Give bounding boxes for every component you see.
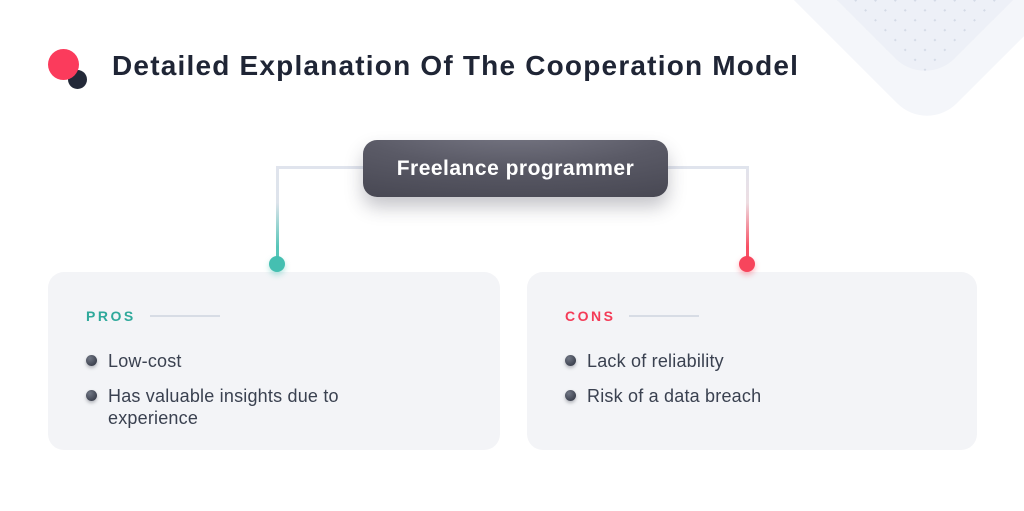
cons-heading: CONS — [565, 308, 616, 324]
list-item-text: Has valuable insights due to experience — [108, 386, 339, 428]
pros-heading-row: PROS — [86, 308, 476, 324]
list-item: Low-cost — [86, 350, 476, 372]
pros-item-list: Low-cost Has valuable insights due to ex… — [86, 350, 476, 429]
bullet-icon — [86, 355, 97, 366]
root-node-freelance-programmer: Freelance programmer — [363, 140, 668, 197]
logo-circle-red — [48, 49, 79, 80]
cons-endpoint-dot — [739, 256, 755, 272]
root-node-label: Freelance programmer — [396, 156, 635, 180]
connector-line-pros — [276, 166, 279, 258]
cons-heading-rule — [629, 315, 700, 317]
cons-item-list: Lack of reliability Risk of a data breac… — [565, 350, 953, 407]
page-title: Detailed Explanation Of The Cooperation … — [112, 50, 800, 81]
connector-line-cons — [746, 166, 749, 258]
list-item: Has valuable insights due to experience — [86, 385, 476, 429]
bullet-icon — [565, 390, 576, 401]
list-item-text: Lack of reliability — [587, 351, 724, 371]
list-item: Risk of a data breach — [565, 385, 953, 407]
list-item-text: Risk of a data breach — [587, 386, 762, 406]
bullet-icon — [86, 390, 97, 401]
list-item-text: Low-cost — [108, 351, 182, 371]
cons-card: CONS Lack of reliability Risk of a data … — [527, 272, 977, 450]
cons-heading-row: CONS — [565, 308, 953, 324]
pros-card: PROS Low-cost Has valuable insights due … — [48, 272, 500, 450]
pros-heading: PROS — [86, 308, 136, 324]
bullet-icon — [565, 355, 576, 366]
list-item: Lack of reliability — [565, 350, 953, 372]
pros-endpoint-dot — [269, 256, 285, 272]
pros-heading-rule — [149, 315, 220, 317]
